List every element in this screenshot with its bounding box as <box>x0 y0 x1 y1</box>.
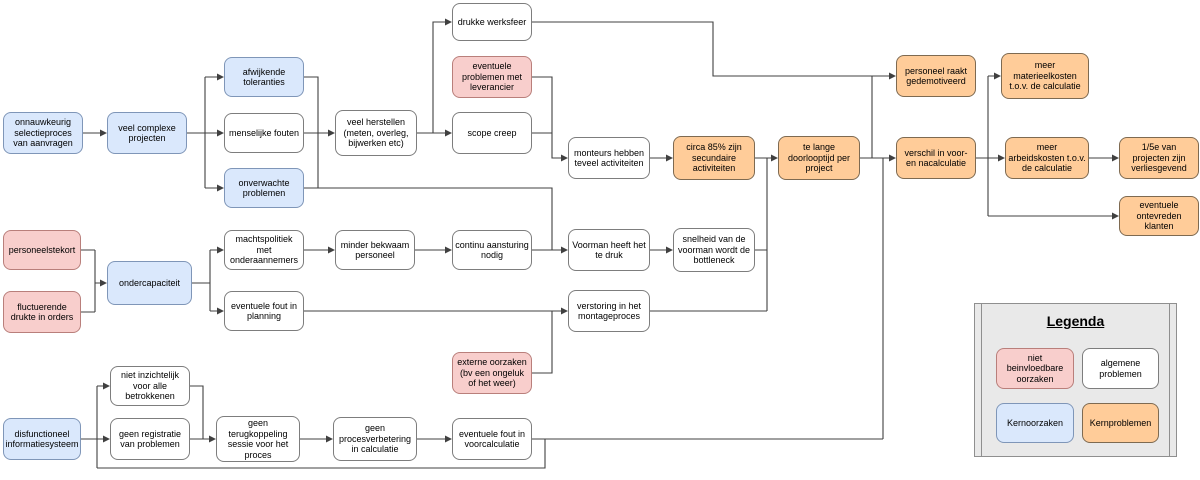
node-te-lange-doorlooptijd: te lange doorlooptijd per project <box>778 136 860 180</box>
node-monteurs-teveel-activiteiten: monteurs hebben teveel activiteiten <box>568 137 650 179</box>
node-geen-registratie: geen registratie van problemen <box>110 418 190 460</box>
node-machtspolitiek-onderaannemers: machtspolitiek met onderaannemers <box>224 230 304 270</box>
node-meer-materieelkosten: meer materieelkosten t.o.v. de calculati… <box>1001 53 1089 99</box>
node-problemen-met-leverancier: eventuele problemen met leverancier <box>452 56 532 98</box>
node-menselijke-fouten: menselijke fouten <box>224 113 304 153</box>
node-minder-bekwaam-personeel: minder bekwaam personeel <box>335 230 415 270</box>
node-externe-oorzaken: externe oorzaken (bv een ongeluk of het … <box>452 352 532 394</box>
legend-item-kernproblemen: Kernproblemen <box>1082 403 1159 443</box>
legend-item-niet-beinvloedbare-oorzaken: niet beinvloedbare oorzaken <box>996 348 1074 389</box>
node-drukke-werksfeer: drukke werksfeer <box>452 3 532 41</box>
node-fout-in-voorcalculatie: eventuele fout in voorcalculatie <box>452 418 532 460</box>
node-onverwachte-problemen: onverwachte problemen <box>224 168 304 208</box>
node-verstoring-montageproces: verstoring in het montageproces <box>568 290 650 332</box>
node-ontevreden-klanten: eventuele ontevreden klanten <box>1119 196 1199 236</box>
node-afwijkende-toleranties: afwijkende toleranties <box>224 57 304 97</box>
node-geen-procesverbetering: geen procesverbetering in calculatie <box>333 417 417 461</box>
node-veel-herstellen: veel herstellen (meten, overleg, bijwerk… <box>335 110 417 156</box>
node-continu-aansturing: continu aansturing nodig <box>452 230 532 270</box>
node-ondercapaciteit: ondercapaciteit <box>107 261 192 305</box>
legend-title: Legenda <box>1046 313 1105 329</box>
node-niet-inzichtelijk: niet inzichtelijk voor alle betrokkenen <box>110 366 190 406</box>
node-meer-arbeidskosten: meer arbeidskosten t.o.v. de calculatie <box>1005 137 1089 179</box>
node-85-procent-secundaire-activiteiten: circa 85% zijn secundaire activiteiten <box>673 136 755 180</box>
node-onnauwkeurig-selectieproces: onnauwkeurig selectieproces van aanvrage… <box>3 112 83 154</box>
node-fout-in-planning: eventuele fout in planning <box>224 291 304 331</box>
legend-right-bar <box>1169 304 1170 456</box>
node-personeelstekort: personeelstekort <box>3 230 81 270</box>
legend-left-bar <box>981 304 982 456</box>
legend-item-kernoorzaken: Kernoorzaken <box>996 403 1074 443</box>
node-disfunctioneel-informatiesysteem: disfunctioneel informatiesysteem <box>3 418 81 460</box>
node-geen-terugkoppeling: geen terugkoppeling sessie voor het proc… <box>216 416 300 462</box>
node-verliesgevende-projecten: 1/5e van projecten zijn verliesgevend <box>1119 137 1199 179</box>
node-voorman-te-druk: Voorman heeft het te druk <box>568 229 650 271</box>
legend: Legenda niet beinvloedbare oorzaken alge… <box>974 303 1177 457</box>
node-personeel-gedemotiveerd: personeel raakt gedemotiveerd <box>896 55 976 97</box>
node-scope-creep: scope creep <box>452 112 532 154</box>
legend-item-algemene-problemen: algemene problemen <box>1082 348 1159 389</box>
node-veel-complexe-projecten: veel complexe projecten <box>107 112 187 154</box>
node-voorman-bottleneck: snelheid van de voorman wordt de bottlen… <box>673 228 755 272</box>
node-fluctuerende-drukte: fluctuerende drukte in orders <box>3 291 81 333</box>
node-verschil-voor-nacalculatie: verschil in voor- en nacalculatie <box>896 137 976 179</box>
